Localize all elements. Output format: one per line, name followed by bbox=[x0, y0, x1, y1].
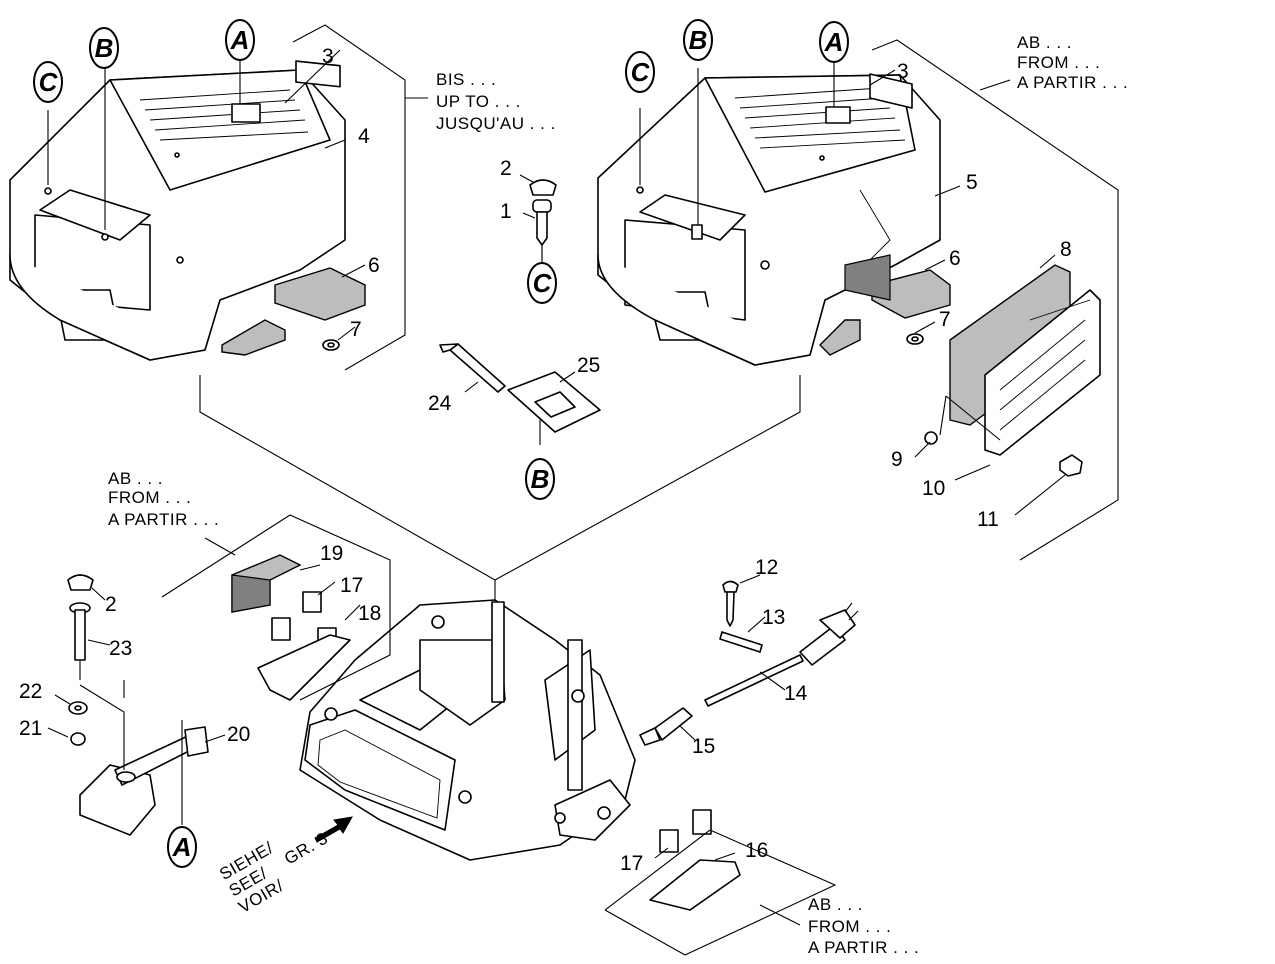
ref-c-right: C bbox=[625, 51, 655, 93]
foam-block-19 bbox=[231, 554, 302, 613]
part-label-9: 9 bbox=[891, 448, 903, 471]
ref-c-left-text: C bbox=[39, 67, 59, 97]
note-gr3: GR. 3 bbox=[281, 829, 331, 869]
part-label-22: 22 bbox=[19, 680, 42, 703]
washer-right bbox=[906, 333, 924, 345]
air-filter bbox=[949, 264, 1101, 456]
part-label-3-left: 3 bbox=[322, 45, 334, 68]
ref-a-left: A bbox=[225, 19, 255, 61]
part-label-6-right: 6 bbox=[949, 247, 961, 270]
part-label-13: 13 bbox=[762, 606, 785, 629]
part-label-11: 11 bbox=[977, 508, 999, 531]
ref-b-left-text: B bbox=[95, 33, 114, 63]
part-label-16: 16 bbox=[745, 839, 768, 862]
hood-cover-right bbox=[597, 74, 941, 366]
part-label-20: 20 bbox=[227, 723, 250, 746]
part-label-17-bottom: 17 bbox=[620, 852, 643, 875]
cap-nut-left bbox=[67, 574, 94, 591]
part-label-2-left: 2 bbox=[105, 593, 117, 616]
part-label-7-left: 7 bbox=[350, 318, 362, 341]
ref-a-right-text: A bbox=[824, 27, 844, 57]
note-ab: AB . . . bbox=[108, 469, 163, 488]
part-label-17-left: 17 bbox=[340, 574, 363, 597]
allen-key bbox=[439, 343, 506, 393]
filter-small-parts bbox=[924, 395, 1083, 477]
foam-pad-left bbox=[221, 267, 366, 356]
part-label-25: 25 bbox=[577, 354, 600, 377]
power-cord bbox=[639, 602, 859, 746]
ref-b-left: B bbox=[89, 27, 119, 69]
ref-c-center-text: C bbox=[533, 268, 553, 298]
ref-c-left: C bbox=[33, 61, 63, 103]
ref-b-center: B bbox=[525, 458, 555, 500]
note-see-group: SIEHE/ SEE/ VOIR/ GR. 3 bbox=[216, 829, 331, 917]
note-up-to: UP TO . . . bbox=[436, 92, 521, 111]
note-from-bottom: AB . . . FROM . . . A PARTIR . . . bbox=[808, 895, 919, 957]
handle-bracket bbox=[79, 726, 209, 836]
leader-lines bbox=[47, 24, 1119, 956]
note-ab: AB . . . bbox=[808, 895, 863, 914]
part-label-4: 4 bbox=[358, 125, 370, 148]
part-labels: 3 4 6 7 3 5 6 7 8 9 10 11 2 1 25 24 19 1… bbox=[19, 45, 1072, 875]
note-a-partir: A PARTIR . . . bbox=[108, 510, 219, 529]
part-label-7-right: 7 bbox=[939, 308, 951, 331]
foam-pad-right bbox=[819, 254, 951, 356]
ref-a-right: A bbox=[819, 21, 849, 63]
part-label-19: 19 bbox=[320, 542, 343, 565]
ref-b-right: B bbox=[683, 19, 713, 61]
screw-center bbox=[532, 199, 552, 246]
part-label-10: 10 bbox=[922, 477, 945, 500]
note-from: FROM . . . bbox=[108, 488, 191, 507]
ref-c-center: C bbox=[527, 262, 557, 304]
part-label-18: 18 bbox=[358, 602, 381, 625]
clips-left bbox=[257, 591, 351, 701]
part-label-23: 23 bbox=[109, 637, 132, 660]
note-jusquau: JUSQU'AU . . . bbox=[436, 114, 556, 133]
part-label-5: 5 bbox=[966, 171, 978, 194]
label-plate-right bbox=[869, 73, 913, 109]
clips-bottom bbox=[649, 809, 741, 911]
part-label-3-right: 3 bbox=[897, 60, 909, 83]
note-from-left: AB . . . FROM . . . A PARTIR . . . bbox=[108, 469, 219, 529]
rubber-grommet-plate bbox=[507, 371, 601, 433]
ref-a-bottom: A bbox=[167, 826, 197, 868]
part-label-8: 8 bbox=[1060, 238, 1072, 261]
note-from-top-right: AB . . . FROM . . . A PARTIR . . . bbox=[1017, 33, 1128, 92]
screw-12 bbox=[722, 580, 739, 627]
ref-a-left-text: A bbox=[230, 25, 250, 55]
note-bis-up-to: BIS . . . UP TO . . . JUSQU'AU . . . bbox=[436, 70, 556, 133]
note-ab: AB . . . bbox=[1017, 33, 1072, 52]
part-label-15: 15 bbox=[692, 735, 715, 758]
washers-left bbox=[68, 701, 88, 746]
arrow-see-group-3 bbox=[314, 816, 353, 843]
cap-nut-center bbox=[529, 179, 557, 196]
part-label-24: 24 bbox=[428, 392, 452, 415]
ref-b-center-text: B bbox=[531, 464, 550, 494]
part-label-6-left: 6 bbox=[368, 254, 380, 277]
base-housing bbox=[299, 599, 636, 861]
part-label-14: 14 bbox=[784, 682, 808, 705]
note-from: FROM . . . bbox=[1017, 53, 1100, 72]
long-bolt bbox=[69, 602, 91, 680]
ref-b-right-text: B bbox=[689, 25, 708, 55]
part-label-1: 1 bbox=[500, 200, 512, 223]
ref-c-right-text: C bbox=[631, 57, 651, 87]
clamp-13 bbox=[719, 631, 763, 653]
hood-cover-left bbox=[9, 69, 346, 361]
part-label-12: 12 bbox=[755, 556, 778, 579]
washer-left bbox=[322, 339, 340, 351]
part-label-21: 21 bbox=[19, 717, 42, 740]
note-a-partir: A PARTIR . . . bbox=[808, 938, 919, 957]
note-from: FROM . . . bbox=[808, 917, 891, 936]
note-a-partir: A PARTIR . . . bbox=[1017, 73, 1128, 92]
ref-a-bottom-text: A bbox=[172, 832, 192, 862]
part-label-2-center: 2 bbox=[500, 157, 512, 180]
note-bis: BIS . . . bbox=[436, 70, 496, 89]
